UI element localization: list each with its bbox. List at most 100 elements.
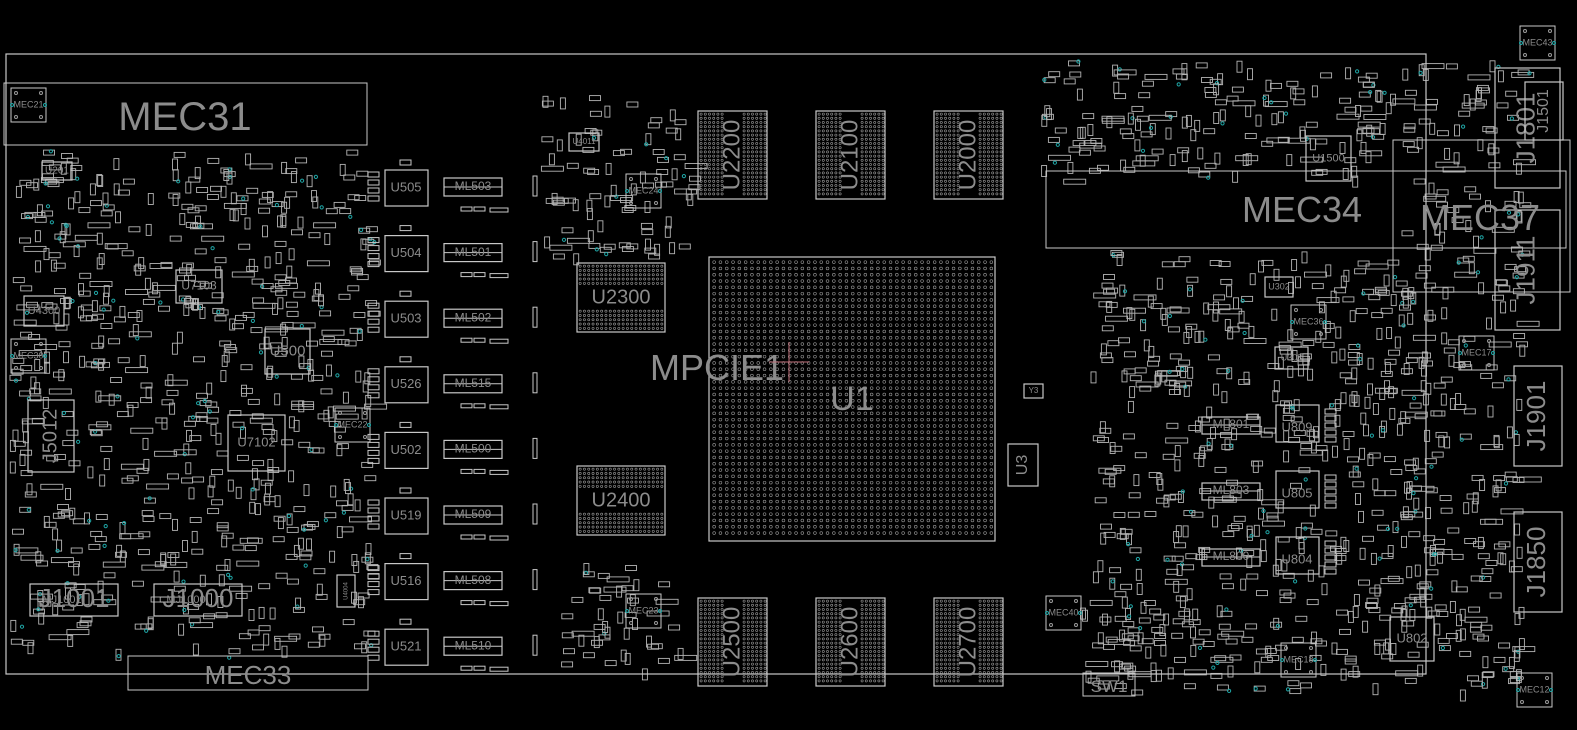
bga-ball [944,146,947,150]
bga-ball [864,163,868,166]
bga-ball [743,449,748,453]
bga-ball [788,348,792,353]
bga-ball [800,323,805,327]
bga-ball [989,367,994,371]
memory-chip-u2600[interactable]: U2600 [815,597,886,687]
passive-part [229,585,253,592]
bga-ball [742,116,746,120]
bga-ball [751,662,754,666]
passive-part [1245,153,1252,166]
bga-ball [970,285,975,290]
bga-ball [817,125,821,129]
passive-part [1514,613,1521,626]
bga-ball [819,411,823,416]
bga-ball [935,112,939,116]
bga-ball [788,367,792,371]
bga-ball [914,323,918,327]
passive-part [143,497,156,504]
test-point [182,452,187,457]
passive-part [1510,299,1517,312]
bga-ball [788,304,792,308]
bga-ball [756,317,760,321]
test-point [1206,175,1211,180]
mec37-region [1392,139,1571,293]
memory-chip-u2100[interactable]: U2100 [815,110,886,200]
bga-ball [869,121,872,124]
bga-ball [788,405,792,409]
bga-u1[interactable]: U1 [708,256,996,542]
bga-ball [999,116,1003,120]
bga-ball [877,158,881,162]
passive-part [16,304,40,311]
bga-ball [958,417,962,422]
bga-ball [755,171,759,175]
test-point [240,426,245,431]
passive-part [1519,202,1532,209]
passive-part [1479,479,1486,491]
bga-ball [781,304,786,308]
passive-part [87,466,94,479]
passive-part [280,323,287,336]
bga-ball [983,405,987,409]
memory-chip-u2200[interactable]: U2200 [697,110,768,200]
passive-part [166,473,179,480]
bga-ball [775,317,779,321]
bga-ball [926,373,931,378]
passive-part [1362,620,1369,633]
bga-ball [838,129,842,133]
bga-ball [838,167,842,171]
bga-ball [825,493,830,497]
bga-ball [817,146,821,150]
bga-ball [755,125,759,129]
bga-ball [743,424,748,428]
bga-ball [888,411,893,416]
bga-ball [825,336,830,340]
bga-ball [755,616,759,620]
bga-ball [838,260,842,264]
bga-ball [876,506,880,510]
passive-part [15,547,39,554]
passive-part [24,491,37,498]
bga-ball [788,512,792,516]
passive-part [1232,170,1239,183]
bga-ball [864,192,868,196]
bga-ball [806,417,811,422]
bga-ball [825,430,830,434]
bga-ball [951,354,956,359]
test-point [1506,210,1512,215]
bga-ball [826,637,829,641]
bga-ball [759,154,763,158]
memory-chip-u2500[interactable]: U2500 [697,597,768,687]
bga-ball [983,329,987,334]
passive-part [1161,261,1174,268]
bga-ball [914,512,918,516]
passive-part [307,641,320,648]
bga-ball [712,675,716,679]
memory-chip-u2000[interactable]: U2000 [933,110,1004,200]
passive-part [1247,68,1253,81]
bga-ball [907,266,912,271]
bga-ball [958,310,962,315]
bga-ball [863,380,868,384]
bga-ball [945,373,949,378]
bga-ball [926,291,931,296]
bga-ball [977,304,981,308]
bga-ball [989,512,994,516]
bga-ball [817,171,821,175]
bga-ball [775,348,779,353]
bga-ball [720,645,724,649]
bga-ball [800,279,805,283]
bga-ball [832,273,836,277]
test-point [190,415,196,420]
passive-part [252,302,276,309]
bga-ball [914,411,918,416]
passive-part [1263,94,1269,107]
bga-ball [830,121,834,124]
passive-part [95,390,102,403]
bga-ball [699,645,703,649]
bga-ball [712,531,716,535]
passive-part [1366,597,1379,604]
test-point [348,214,353,219]
bga-ball [712,285,716,290]
